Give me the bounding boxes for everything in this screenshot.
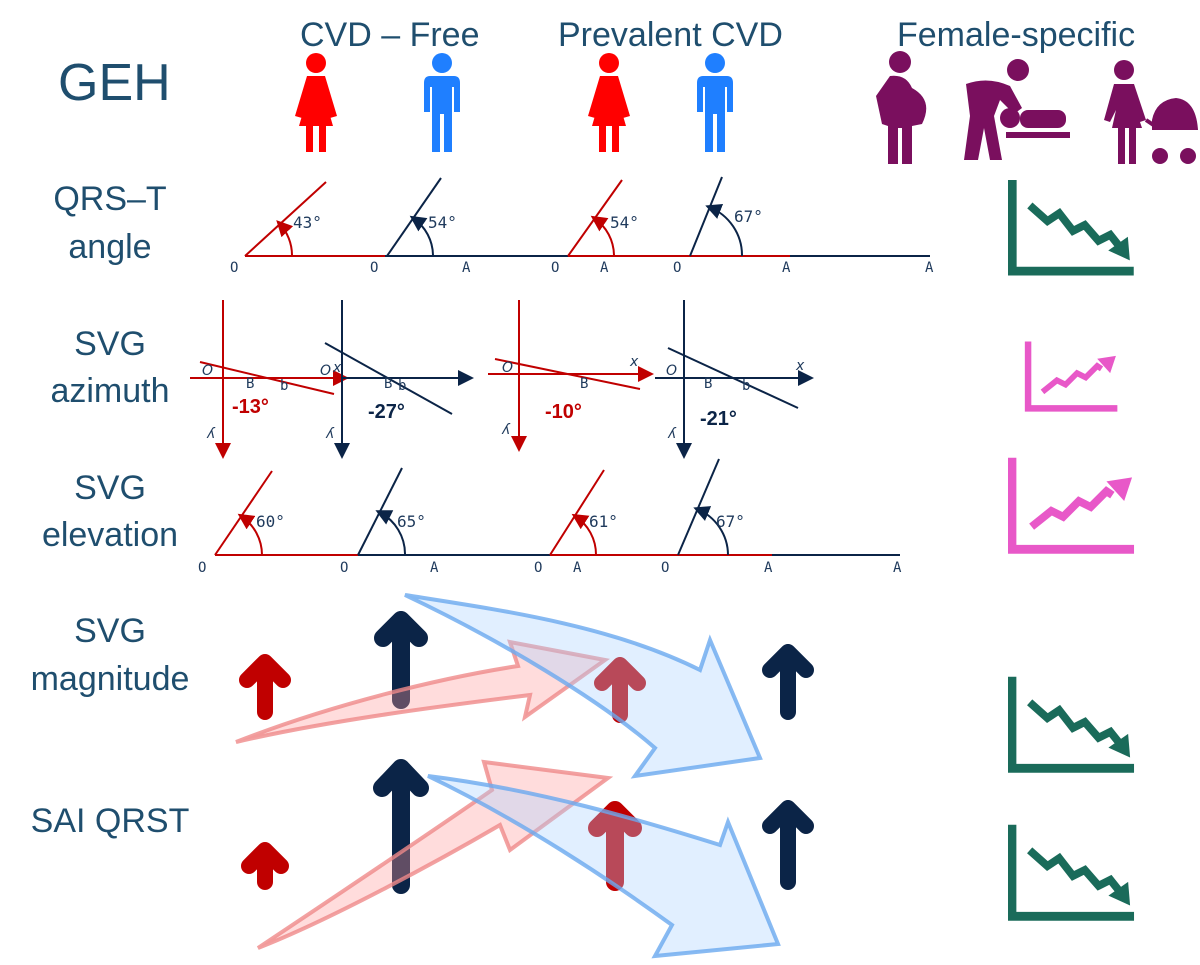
column-header-prevalent-cvd: Prevalent CVD — [558, 16, 783, 54]
angle-value: 54° — [610, 213, 639, 232]
svg-text:QRS–T: QRS–T — [53, 180, 166, 218]
axis-origin-label: O — [370, 260, 378, 276]
angle-value: 61° — [589, 512, 618, 531]
svg-text:O: O — [320, 363, 331, 379]
svg-text:azimuth: azimuth — [50, 372, 169, 410]
svg-text:A: A — [573, 560, 582, 576]
svg-text:O: O — [534, 560, 542, 576]
male-icon — [697, 53, 733, 152]
row-label-qrst-angle: QRS–T angle — [53, 180, 166, 266]
column-header-female-specific: Female-specific — [897, 16, 1135, 54]
trend-up-icon — [1012, 458, 1134, 550]
up-arrow-icon — [594, 657, 646, 723]
svg-text:b: b — [742, 378, 750, 394]
angle-value: 65° — [397, 512, 426, 531]
angle-value: 54° — [428, 213, 457, 232]
axis-end-label: A — [782, 260, 791, 276]
axis-end-label: A — [462, 260, 471, 276]
trend-down-icon — [1012, 825, 1134, 917]
up-arrow-icon — [588, 801, 642, 891]
row-label-sai-qrst: SAI QRST — [31, 802, 190, 840]
svg-text:O: O — [340, 560, 348, 576]
svg-text:x: x — [629, 354, 639, 370]
axis-origin-label: O — [230, 260, 238, 276]
svg-text:SVG: SVG — [74, 325, 146, 363]
svg-text:B: B — [246, 376, 254, 392]
axis-origin-label: O — [551, 260, 559, 276]
svg-text:O: O — [661, 560, 669, 576]
column-header-cvd-free: CVD – Free — [300, 16, 480, 54]
magnitude-arrows — [239, 611, 814, 723]
svg-text:elevation: elevation — [42, 516, 178, 554]
angle-value: 43° — [293, 213, 322, 232]
svg-text:A: A — [764, 560, 773, 576]
axis-origin-label: O — [673, 260, 681, 276]
svg-text:y: y — [206, 426, 216, 442]
svg-text:B: B — [580, 376, 588, 392]
svg-text:A: A — [893, 560, 902, 576]
angle-value: 67° — [716, 512, 745, 531]
angle-value: 67° — [734, 207, 763, 226]
sai-arrows — [241, 759, 814, 894]
male-icon — [424, 53, 460, 152]
up-arrow-icon — [762, 644, 814, 720]
trend-up-icon — [1028, 341, 1117, 408]
svg-text:y: y — [501, 422, 511, 438]
svg-text:y: y — [325, 426, 335, 442]
svg-text:O: O — [666, 363, 677, 379]
svg-text:b: b — [280, 378, 288, 394]
axis-end-label: A — [925, 260, 934, 276]
svg-text:b: b — [398, 378, 406, 394]
svg-text:SVG: SVG — [74, 612, 146, 650]
azimuth-value: -13° — [232, 396, 269, 418]
svg-text:x: x — [332, 360, 342, 376]
row-label-svg-azimuth: SVG azimuth — [50, 325, 169, 410]
svg-text:A: A — [430, 560, 439, 576]
female-icon — [295, 53, 337, 152]
up-arrow-icon — [762, 800, 814, 890]
row-label-svg-elevation: SVG elevation — [42, 469, 178, 554]
baby-changing-icon — [964, 59, 1070, 160]
up-arrow-icon — [374, 611, 428, 709]
svg-azimuth-diagram: O B b y -13° O x B b y -27° O x B y -10°… — [190, 300, 814, 459]
svg-text:B: B — [704, 376, 712, 392]
up-arrow-icon — [239, 654, 291, 720]
page-title: GEH — [58, 54, 171, 112]
female-icon — [588, 53, 630, 152]
angle-value: 60° — [256, 512, 285, 531]
svg-text:O: O — [202, 363, 213, 379]
svg-text:y: y — [667, 426, 677, 442]
trend-down-icon — [1012, 677, 1134, 769]
svg-text:O: O — [198, 560, 206, 576]
axis-end-label: A — [600, 260, 609, 276]
svg-text:SVG: SVG — [74, 469, 146, 507]
pregnant-woman-icon — [876, 51, 927, 164]
transition-arrows — [235, 593, 781, 959]
svg-text:x: x — [795, 358, 805, 374]
svg-text:B: B — [384, 376, 392, 392]
up-arrow-icon — [373, 759, 429, 894]
mother-with-stroller-icon — [1104, 60, 1198, 164]
qrst-angle-diagram: O O A O A O A A 43° 54° 54° 67° — [230, 176, 934, 276]
trend-down-icon — [1012, 180, 1134, 271]
up-arrow-icon — [241, 842, 289, 890]
row-label-svg-magnitude: SVG magnitude — [31, 612, 190, 698]
azimuth-value: -10° — [545, 401, 582, 423]
svg-text:magnitude: magnitude — [31, 660, 190, 698]
azimuth-value: -21° — [700, 408, 737, 430]
svg-elevation-diagram: O O A O A O A A 60° 65° 61° 67° — [198, 458, 902, 576]
azimuth-value: -27° — [368, 401, 405, 423]
svg-text:angle: angle — [68, 228, 151, 266]
svg-text:O: O — [502, 360, 513, 376]
